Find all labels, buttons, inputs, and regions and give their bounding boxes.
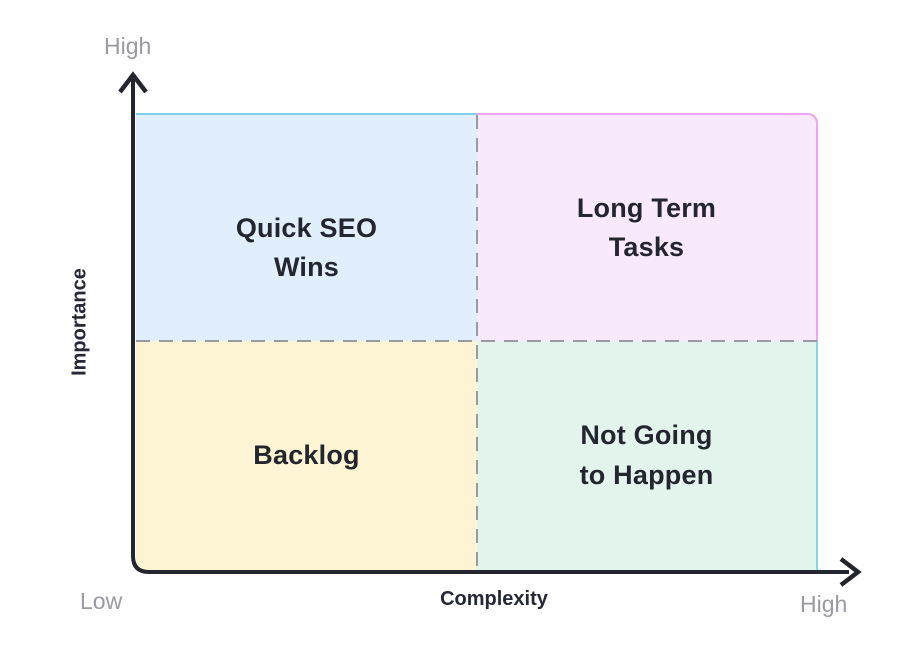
quadrant-label-line: Long Term [576, 192, 717, 223]
quadrant-quick-seo-wins: Quick SEO Wins [136, 113, 477, 341]
quadrant-label: Backlog [253, 436, 359, 475]
horizontal-divider-dashed-line [136, 340, 818, 342]
quadrant-label-line: Quick SEO [235, 212, 378, 243]
quadrant-label: Long Term Tasks [577, 189, 716, 267]
matrix-plot-area: Quick SEO Wins Long Term Tasks Backlog N… [136, 113, 818, 570]
x-axis-arrowhead-icon [839, 557, 862, 587]
quadrant-label: Quick SEO Wins [236, 209, 377, 287]
vertical-divider-dashed-line [476, 115, 478, 570]
y-axis-title: Importance [68, 268, 91, 376]
quadrant-label: Not Going to Happen [580, 416, 714, 494]
quadrant-backlog: Backlog [136, 341, 477, 570]
quadrant-label-line: Wins [273, 252, 340, 282]
x-axis-min-label: Low [80, 588, 123, 614]
x-axis-title: Complexity [440, 588, 548, 610]
quadrant-label-line: Not Going [580, 420, 713, 451]
quadrant-label-line: Tasks [608, 232, 685, 262]
quadrant-label-line: Backlog [253, 439, 360, 470]
quadrant-label-line: to Happen [579, 459, 714, 490]
quadrant-not-going-to-happen: Not Going to Happen [477, 341, 818, 570]
x-axis-max-label: High [800, 591, 848, 617]
y-axis-arrowhead-icon [118, 71, 148, 94]
y-axis-max-label: High [104, 33, 152, 59]
quadrant-long-term-tasks: Long Term Tasks [477, 113, 818, 341]
